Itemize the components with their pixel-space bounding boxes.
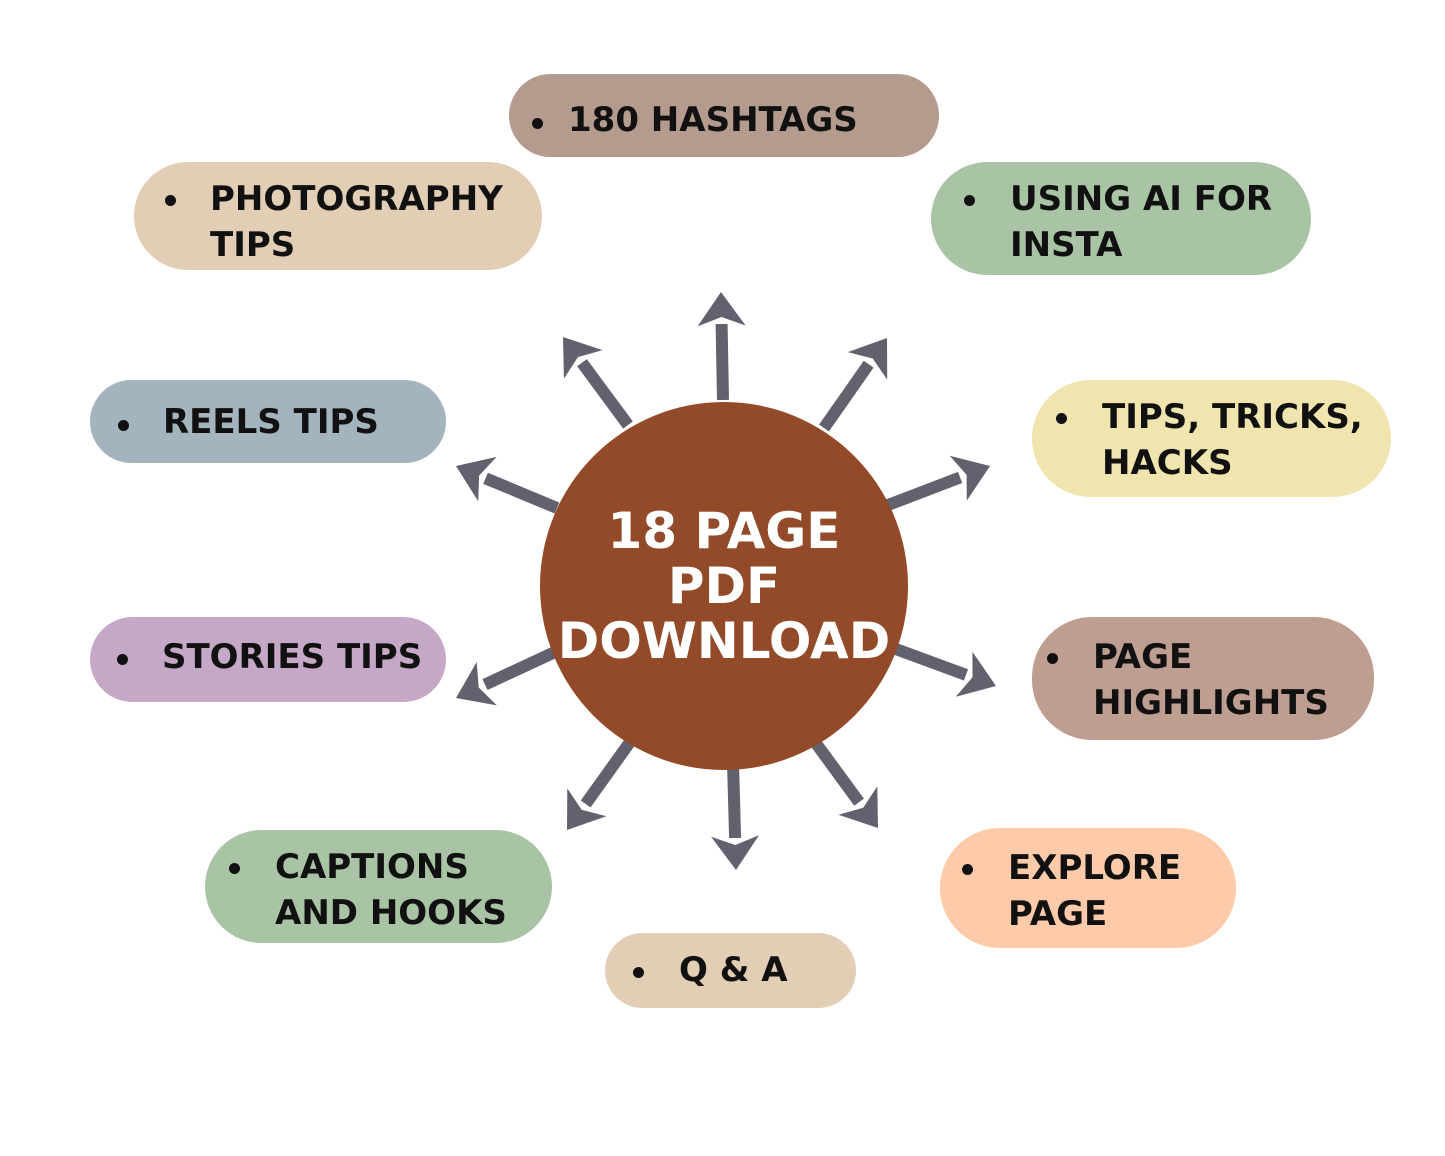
arrow-head-icon (563, 337, 603, 379)
bullet-icon (962, 864, 973, 875)
topic-pill-stories: STORIES TIPS (90, 617, 446, 702)
arrow-head-icon (711, 835, 759, 870)
arrow-head-icon (697, 292, 746, 327)
arrow-left-down (456, 646, 558, 706)
center-title-line-3: DOWNLOAD (557, 611, 891, 670)
bullet-icon (532, 118, 543, 129)
topic-label: REELS TIPS (163, 402, 379, 442)
topic-label: EXPLORE PAGE (1008, 848, 1182, 934)
arrow-shaft (483, 472, 560, 514)
arrow-left-up (456, 456, 560, 514)
arrow-shaft (810, 738, 864, 806)
bullet-icon (1047, 653, 1058, 664)
bullet-icon (165, 195, 176, 206)
arrow-head-icon (456, 456, 497, 502)
center-title-line-2: PDF (667, 556, 781, 615)
topic-label: PAGE HIGHLIGHTS (1093, 637, 1329, 723)
center-circle: 18 PAGE PDF DOWNLOAD (540, 402, 908, 770)
topic-label: TIPS, TRICKS, HACKS (1102, 397, 1363, 483)
bullet-icon (229, 863, 240, 874)
arrow-up (697, 292, 746, 401)
topic-pill-captions: CAPTIONS AND HOOKS (205, 830, 552, 943)
bullet-icon (964, 195, 975, 206)
arrow-down-right (810, 738, 878, 828)
topic-label: 180 HASHTAGS (568, 100, 858, 140)
arrow-head-icon (949, 455, 990, 501)
arrow-right-up (885, 455, 990, 511)
arrow-shaft (885, 471, 963, 511)
arrow-shaft (482, 646, 558, 690)
arrow-shaft (727, 762, 742, 839)
arrow-shaft (577, 359, 633, 429)
arrow-head-icon (456, 661, 497, 706)
arrow-shaft (715, 323, 729, 401)
topic-pill-highlights: PAGE HIGHLIGHTS (1032, 617, 1374, 740)
arrow-shaft (580, 738, 635, 808)
arrow-down (711, 762, 759, 870)
bullet-icon (1056, 413, 1067, 424)
arrow-shaft (819, 360, 874, 432)
topic-label: USING AI FOR INSTA (1010, 179, 1273, 265)
topic-pill-tricks: TIPS, TRICKS, HACKS (1032, 380, 1391, 497)
topic-pill-reels: REELS TIPS (90, 380, 446, 463)
topic-pill-hashtags: 180 HASHTAGS (509, 74, 939, 157)
bullet-icon (117, 654, 128, 665)
bullet-icon (633, 967, 644, 978)
topic-pill-photography: PHOTOGRAPHY TIPS (134, 162, 542, 270)
topic-label: PHOTOGRAPHY TIPS (210, 179, 503, 265)
arrow-head-icon (838, 786, 878, 828)
bullet-icon (118, 420, 129, 431)
arrow-shaft (890, 642, 969, 681)
topic-pill-ai: USING AI FOR INSTA (931, 162, 1311, 275)
center-title-line-1: 18 PAGE (607, 501, 841, 560)
arrow-right-down (890, 642, 996, 697)
arrow-up-left (563, 337, 633, 429)
arrow-head-icon (847, 338, 888, 380)
arrow-down-left (567, 738, 635, 830)
arrow-head-icon (955, 651, 996, 697)
topic-label: Q & A (679, 950, 788, 990)
topic-label: CAPTIONS AND HOOKS (275, 847, 507, 933)
arrow-head-icon (567, 788, 607, 830)
topic-pill-qa: Q & A (605, 933, 856, 1008)
arrow-up-right (819, 338, 888, 432)
topic-pill-explore: EXPLORE PAGE (940, 828, 1236, 948)
topic-label: STORIES TIPS (162, 637, 423, 677)
